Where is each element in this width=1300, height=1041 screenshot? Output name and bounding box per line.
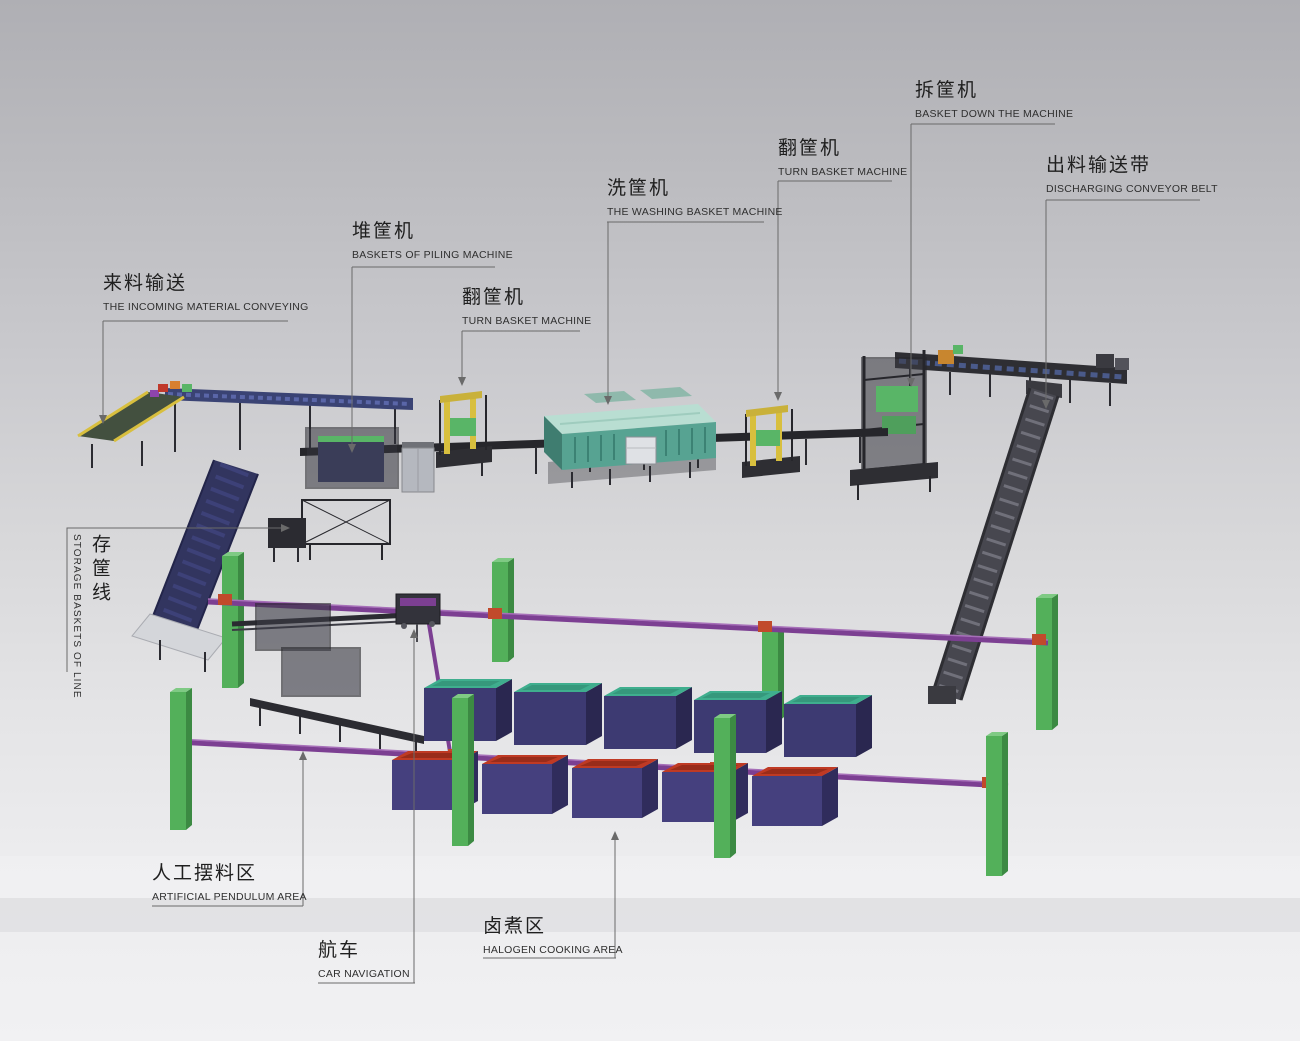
label-turn-basket-1: 翻筐机 TURN BASKET MACHINE <box>462 286 591 328</box>
bin-red-5 <box>752 767 838 826</box>
storage-basket-racks <box>250 518 424 759</box>
leader-storage <box>66 527 283 672</box>
incline-storage-conveyor <box>131 459 259 672</box>
incoming-conveyor <box>77 381 413 468</box>
label-discharging-zh: 出料输送带 <box>1046 155 1152 176</box>
label-pendulum-zh: 人工摆料区 <box>152 863 258 884</box>
bin-red-2 <box>482 755 568 814</box>
label-turn1-zh: 翻筐机 <box>462 287 526 308</box>
leader-storage-arrow <box>281 524 290 532</box>
pillar-front-2 <box>452 694 474 846</box>
bins-row-teal <box>424 679 872 757</box>
leader-piling <box>351 266 495 446</box>
label-basket-down-zh: 拆筐机 <box>915 80 979 101</box>
bin-teal-3 <box>604 687 692 749</box>
turn-basket-machine-1 <box>436 391 492 468</box>
control-cabinet <box>401 442 435 493</box>
leader-car-arrow <box>410 629 418 638</box>
label-halogen-en: HALOGEN COOKING AREA <box>483 944 623 956</box>
pillars-front <box>170 688 1008 876</box>
label-discharging-belt: 出料输送带 DISCHARGING CONVEYOR BELT <box>1046 154 1218 196</box>
label-incoming-en: THE INCOMING MATERIAL CONVEYING <box>103 301 309 313</box>
leader-piling-arrow <box>348 444 356 453</box>
label-pendulum-en: ARTIFICIAL PENDULUM AREA <box>152 891 307 903</box>
label-turn1-en: TURN BASKET MACHINE <box>462 315 592 327</box>
leader-pendulum <box>152 758 304 907</box>
leader-halogen-arrow <box>611 831 619 840</box>
outfeed-top-conveyor <box>895 345 1129 406</box>
label-car-en: CAR NAVIGATION <box>318 968 410 980</box>
bins-row-red <box>392 751 838 826</box>
label-turn-basket-2: 翻筐机 TURN BASKET MACHINE <box>778 137 907 179</box>
pillar-rear-1 <box>222 552 244 688</box>
label-piling-machine: 堆筐机 BASKETS OF PILING MACHINE <box>352 220 513 262</box>
turn-basket-machine-2 <box>742 405 800 478</box>
leader-pendulum-arrow <box>299 751 307 760</box>
discharging-conveyor <box>928 380 1062 704</box>
label-basket-down-en: BASKET DOWN THE MACHINE <box>915 108 1074 120</box>
label-car-zh: 航车 <box>318 940 361 961</box>
label-halogen-zh: 卤煮区 <box>483 916 547 937</box>
leader-turn1-arrow <box>458 377 466 386</box>
pillar-rear-2 <box>492 558 514 662</box>
bin-teal-4 <box>694 691 782 753</box>
leader-incoming-arrow <box>99 415 107 424</box>
label-pendulum-area: 人工摆料区 ARTIFICIAL PENDULUM AREA <box>152 862 307 904</box>
bin-teal-5 <box>784 695 872 757</box>
leader-car <box>318 636 415 984</box>
label-halogen-area: 卤煮区 HALOGEN COOKING AREA <box>483 915 623 957</box>
label-storage-zh: 存筐线 <box>89 534 110 606</box>
piling-machine <box>301 427 399 560</box>
bin-red-3 <box>572 759 658 818</box>
leader-halogen <box>483 838 616 959</box>
label-turn2-en: TURN BASKET MACHINE <box>778 166 908 178</box>
label-storage-line: STORAGE BASKETS OF LINE 存筐线 <box>71 534 113 699</box>
bin-teal-2 <box>514 683 602 745</box>
pillar-rear-4 <box>1036 594 1058 730</box>
label-washing-en: THE WASHING BASKET MACHINE <box>607 206 783 218</box>
leader-lines <box>66 123 1200 984</box>
label-turn2-zh: 翻筐机 <box>778 138 842 159</box>
rail-upper-assembly <box>207 552 1058 730</box>
label-incoming-conveying: 来料输送 THE INCOMING MATERIAL CONVEYING <box>103 272 309 314</box>
leader-incoming <box>102 320 288 417</box>
bin-teal-1 <box>424 679 512 741</box>
pillar-front-4 <box>986 732 1008 876</box>
leader-turn2-arrow <box>774 392 782 401</box>
leader-discharging <box>1045 199 1200 402</box>
leader-washing <box>607 221 764 398</box>
label-washing-zh: 洗筐机 <box>607 178 671 199</box>
label-piling-en: BASKETS OF PILING MACHINE <box>352 249 513 261</box>
basket-down-machine <box>850 350 938 500</box>
washing-machine <box>544 387 716 488</box>
leader-discharging-arrow <box>1042 400 1050 409</box>
label-basket-down: 拆筐机 BASKET DOWN THE MACHINE <box>915 79 1073 121</box>
leader-washing-arrow <box>604 396 612 405</box>
leader-basket-down-arrow <box>907 378 915 387</box>
label-car-navigation: 航车 CAR NAVIGATION <box>318 939 410 981</box>
label-storage-en: STORAGE BASKETS OF LINE <box>71 534 82 699</box>
pillar-front-3 <box>714 714 736 858</box>
label-incoming-zh: 来料输送 <box>103 273 188 294</box>
label-discharging-en: DISCHARGING CONVEYOR BELT <box>1046 183 1218 195</box>
leader-basket-down <box>910 123 1055 380</box>
label-piling-zh: 堆筐机 <box>352 221 416 242</box>
label-washing-machine: 洗筐机 THE WASHING BASKET MACHINE <box>607 177 783 219</box>
leader-turn1 <box>461 330 580 379</box>
leader-turn2 <box>777 180 892 394</box>
pillar-front-1 <box>170 688 192 830</box>
